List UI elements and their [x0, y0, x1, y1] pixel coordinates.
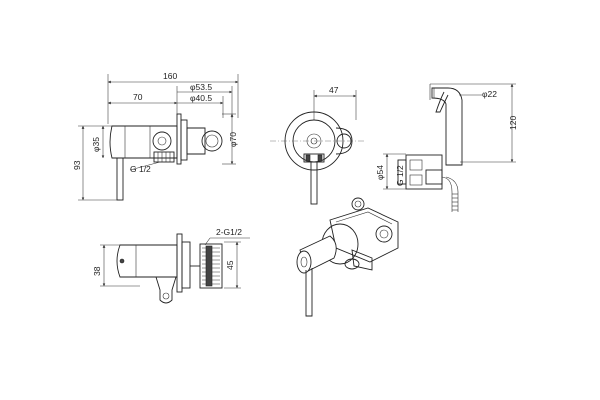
sprayer-view: φ22 120 φ54 G 1/2 [375, 83, 518, 212]
dim-93-label: 93 [72, 160, 82, 170]
bottom-view: 2-G1/2 38 45 [92, 227, 250, 304]
dim-phi-40-5-label: φ40.5 [190, 93, 212, 103]
dim-phi-70-label: φ70 [228, 132, 238, 147]
dim-phi-22-label: φ22 [482, 89, 497, 99]
front-view: 160 70 φ53.5 φ40.5 φ35 93 [72, 71, 239, 201]
dim-phi-35-label: φ35 [91, 137, 101, 152]
side-view: 47 [270, 85, 364, 205]
dim-phi-54-label: φ54 [375, 165, 385, 180]
dim-47-label: 47 [329, 85, 339, 95]
dim-38-label: 38 [92, 266, 102, 276]
hose-ribs [452, 193, 458, 211]
dim-160-label: 160 [163, 71, 177, 81]
thread-g12-label: G 1/2 [130, 164, 151, 174]
thread-2g12-label: 2-G1/2 [216, 227, 242, 237]
hose-thread-label: G 1/2 [395, 165, 405, 186]
isometric-view [296, 197, 399, 317]
dim-phi-53-5-label: φ53.5 [190, 82, 212, 92]
dim-120-label: 120 [508, 116, 518, 130]
dim-45-label: 45 [225, 260, 235, 270]
dim-70-label: 70 [133, 92, 143, 102]
